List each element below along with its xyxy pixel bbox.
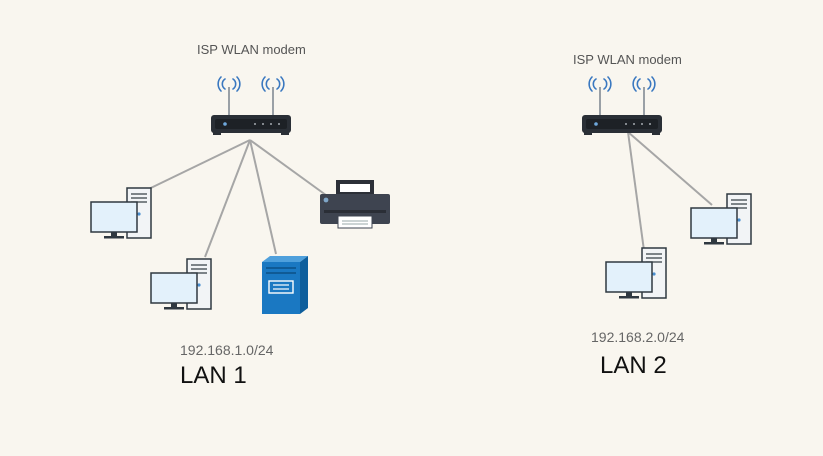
modem-2-icon [581,76,663,136]
modem-1-icon [210,76,292,136]
modem-2-label: ISP WLAN modem [573,52,682,67]
lan2-subnet: 192.168.2.0/24 [591,329,685,345]
link-modem1-pc2 [204,139,251,258]
link-modem1-server [249,139,277,255]
printer-icon [319,179,391,229]
desktop-computer-icon [150,258,212,311]
lan2-links [627,131,713,259]
desktop-computer-icon [605,247,667,300]
desktop-computer-icon [690,193,752,246]
lan1-subnet: 192.168.1.0/24 [180,342,274,358]
lan1-title: LAN 1 [180,362,247,389]
desktop-computer-icon [90,187,152,240]
link-modem2-pc2 [627,131,713,206]
lan1-links [127,139,331,258]
modem-1-label: ISP WLAN modem [197,42,306,57]
link-modem1-printer [249,139,331,199]
link-modem2-pc1 [627,131,646,259]
lan2-title: LAN 2 [600,352,667,379]
server-icon [261,255,309,315]
